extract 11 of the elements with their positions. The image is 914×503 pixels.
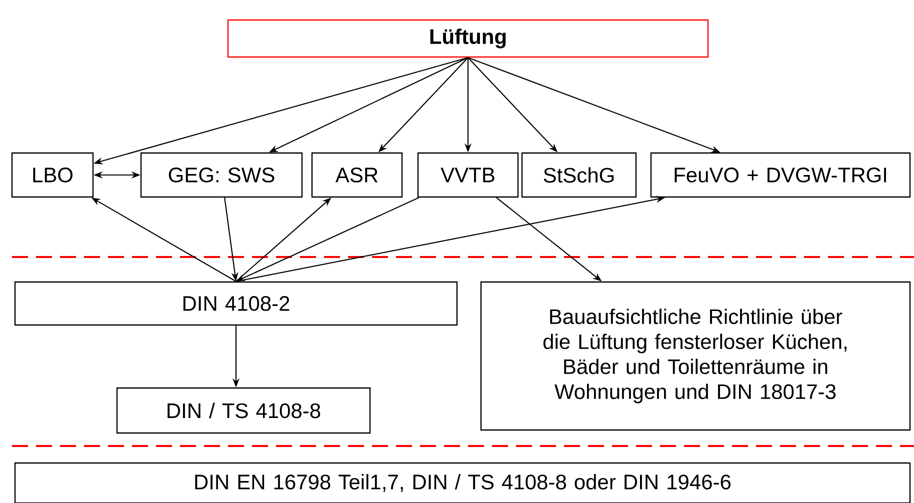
text-box: Bauaufsichtliche Richtlinie über die Lüftung fensterloser Küchen, Bäder und Toilettenräume in Wohnungen und DIN 18017-3 [480,281,911,431]
standard-box: VVTB [417,152,519,198]
standard-box: DIN 4108-2 [14,281,458,326]
standard-box: LBO [11,152,94,198]
title-box: Lüftung [227,19,709,58]
standard-box: FeuVO + DVGW-TRGI [650,152,911,198]
text-box: DIN EN 16798 Teil1,7, DIN / TS 4108-8 oder DIN 1946-6 [14,462,911,503]
standard-box: ASR [311,152,403,198]
standard-box: StSchG [521,152,637,198]
standard-box: DIN / TS 4108-8 [116,387,371,434]
standard-box: GEG: SWS [140,152,303,198]
